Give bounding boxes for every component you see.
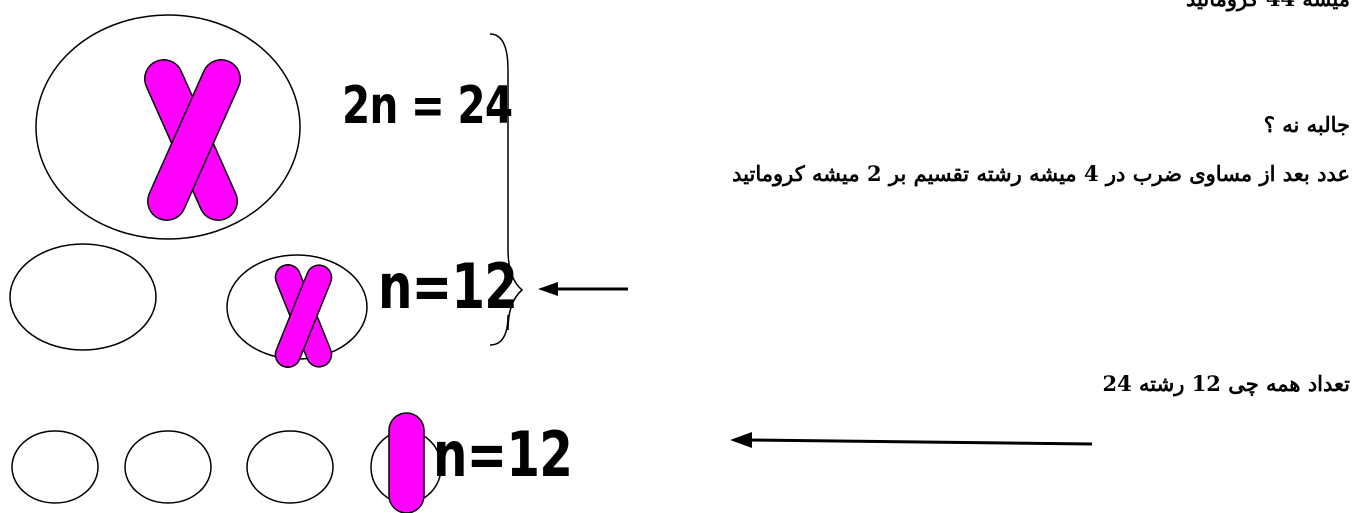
question-text: جالبه نه ؟ — [1263, 112, 1350, 137]
total-count-text: تعداد همه چی 12 رشته 24 — [1102, 371, 1350, 396]
parent-chromatid-right — [146, 59, 242, 221]
daughter-chromosome-x — [274, 264, 333, 368]
arrow-to-bottom-row — [730, 432, 1093, 448]
daughter-chromatid-right — [274, 264, 333, 368]
gamete-chromatid — [388, 412, 425, 513]
chromatid-count-text: میشه 44 کروماتید — [1186, 0, 1350, 11]
diploid-label: 2n = 24 — [342, 76, 513, 136]
haploid-label-middle: n=12 — [378, 250, 518, 323]
gamete-cell-1 — [11, 430, 99, 504]
arrow-to-bracket — [538, 282, 628, 296]
gamete-cell-2 — [124, 430, 212, 504]
curly-brace — [489, 33, 524, 346]
daughter-cell-empty — [9, 243, 157, 351]
parent-chromosome-x — [143, 59, 242, 221]
gamete-cell-3 — [246, 430, 334, 504]
haploid-label-bottom: n=12 — [433, 418, 573, 491]
formula-text: عدد بعد از مساوی ضرب در 4 میشه رشته تقسی… — [732, 161, 1350, 186]
